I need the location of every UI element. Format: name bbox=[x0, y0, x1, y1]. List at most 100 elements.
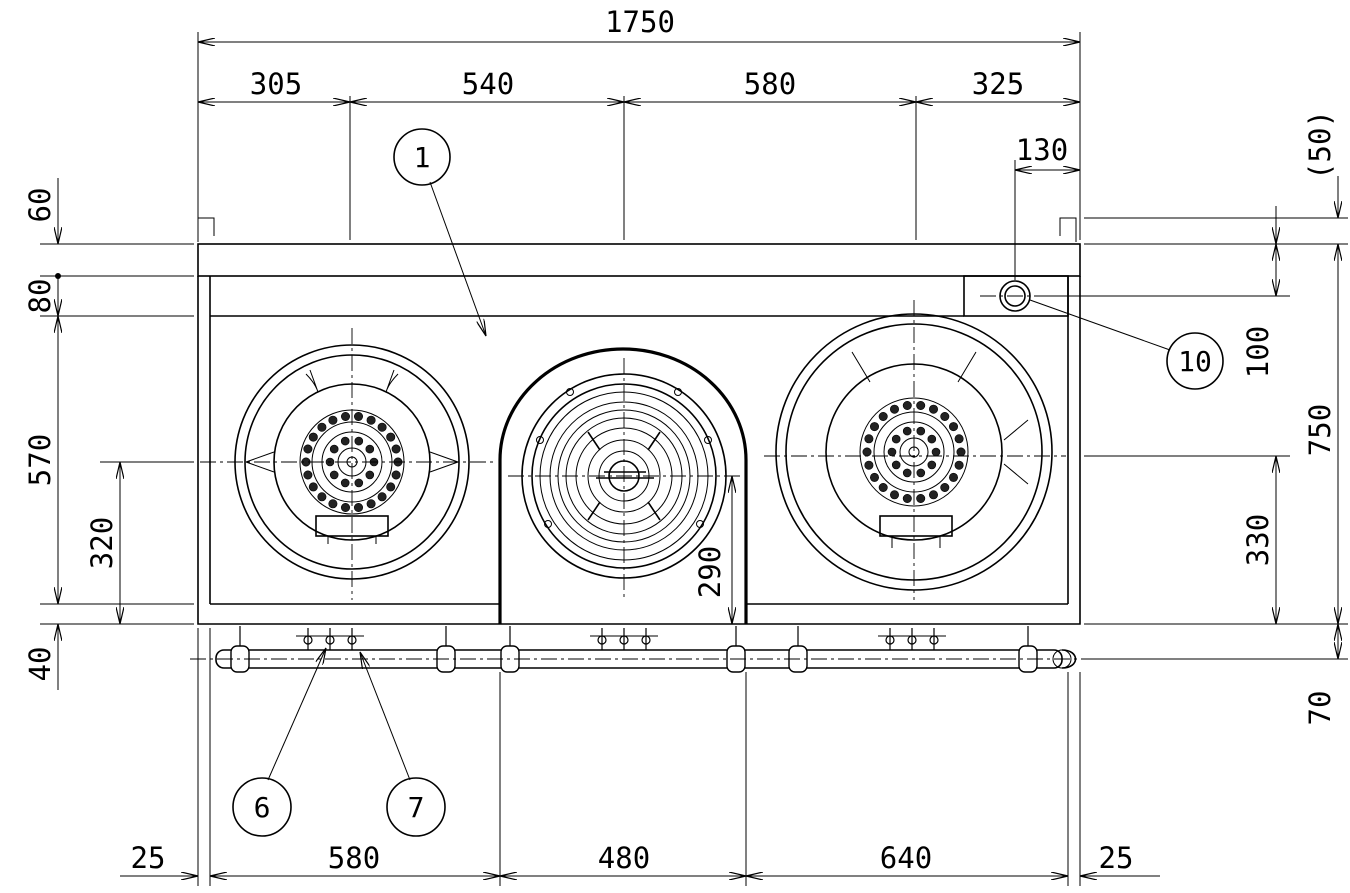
burner-port bbox=[862, 447, 872, 457]
burner-port bbox=[878, 482, 888, 492]
balloon-6 bbox=[232, 777, 292, 837]
burner-port bbox=[340, 502, 350, 512]
dim-bottom-580: 580 bbox=[328, 841, 380, 875]
dim-left-60: 60 bbox=[23, 188, 57, 223]
balloon-1-label: 1 bbox=[414, 141, 431, 174]
right-burner-ports bbox=[862, 400, 966, 503]
balloon-10-label: 10 bbox=[1178, 345, 1212, 378]
burner-port bbox=[927, 434, 937, 444]
balloon-10 bbox=[1166, 332, 1224, 390]
balloon-6-label: 6 bbox=[254, 791, 271, 824]
burner-port bbox=[916, 468, 926, 478]
dim-left-320: 320 bbox=[85, 517, 119, 569]
burner-port bbox=[954, 460, 964, 470]
centerlines bbox=[190, 295, 1100, 660]
burner-port bbox=[869, 422, 879, 432]
left-burner-ports bbox=[301, 411, 403, 512]
dim-right-50: (50) bbox=[1303, 110, 1337, 180]
burner-port bbox=[340, 411, 350, 421]
dim-left-80: 80 bbox=[23, 279, 57, 314]
burner-port bbox=[391, 444, 401, 454]
range-body bbox=[197, 217, 1081, 625]
burner-port bbox=[308, 482, 318, 492]
burner-port bbox=[902, 400, 912, 410]
burner-port bbox=[931, 447, 941, 457]
burner-port bbox=[308, 432, 318, 442]
burner-port bbox=[948, 472, 958, 482]
burner-port bbox=[340, 478, 350, 488]
burner-port bbox=[902, 468, 912, 478]
dimension-lines bbox=[55, 42, 1338, 876]
burner-port bbox=[303, 444, 313, 454]
dim-right-70: 70 bbox=[1303, 691, 1337, 726]
burner-port bbox=[303, 470, 313, 480]
dim-top-580: 580 bbox=[744, 67, 796, 101]
burner-port bbox=[340, 436, 350, 446]
balloon-callouts: 1 10 6 7 bbox=[232, 128, 1224, 837]
burner-port bbox=[948, 422, 958, 432]
burner-port bbox=[927, 460, 937, 470]
burner-port bbox=[353, 502, 363, 512]
burner-port bbox=[353, 411, 363, 421]
burner-port bbox=[329, 470, 339, 480]
dim-top-305: 305 bbox=[250, 67, 302, 101]
burner-port bbox=[956, 447, 966, 457]
burner-port bbox=[940, 482, 950, 492]
burner-port bbox=[317, 422, 327, 432]
burner-port bbox=[891, 460, 901, 470]
dimension-labels: 1750 305 540 580 325 130 (50) 100 750 33… bbox=[23, 5, 1337, 875]
burner-port bbox=[928, 404, 938, 414]
burner-port bbox=[878, 411, 888, 421]
balloon-1 bbox=[393, 128, 451, 186]
burner-port bbox=[869, 472, 879, 482]
burner-port bbox=[391, 470, 401, 480]
burner-port bbox=[889, 490, 899, 500]
burner-port bbox=[366, 499, 376, 509]
burner-port bbox=[386, 482, 396, 492]
burner-port bbox=[954, 434, 964, 444]
dim-bottom-25-left: 25 bbox=[131, 841, 166, 875]
balloon-7-label: 7 bbox=[408, 791, 425, 824]
burner-port bbox=[889, 404, 899, 414]
dim-right-130: 130 bbox=[1016, 133, 1068, 167]
dim-center-290: 290 bbox=[693, 546, 727, 598]
burner-port bbox=[902, 426, 912, 436]
dim-bottom-640: 640 bbox=[880, 841, 932, 875]
balloon-7 bbox=[386, 777, 446, 837]
burner-port bbox=[365, 444, 375, 454]
burner-port bbox=[366, 415, 376, 425]
burner-port bbox=[377, 422, 387, 432]
burner-port bbox=[329, 444, 339, 454]
burner-port bbox=[354, 478, 364, 488]
extension-lines bbox=[40, 32, 1348, 886]
dim-overall-width: 1750 bbox=[605, 5, 675, 39]
burner-port bbox=[317, 492, 327, 502]
dim-top-325: 325 bbox=[972, 67, 1024, 101]
dim-right-750: 750 bbox=[1303, 404, 1337, 456]
burner-port bbox=[916, 400, 926, 410]
burner-port bbox=[328, 415, 338, 425]
dim-left-570: 570 bbox=[23, 434, 57, 486]
burner-port bbox=[916, 426, 926, 436]
left-burner bbox=[234, 344, 470, 580]
burner-port bbox=[386, 432, 396, 442]
gas-manifold-pipe bbox=[215, 626, 1077, 673]
dim-bottom-25-right: 25 bbox=[1099, 841, 1134, 875]
dim-right-100: 100 bbox=[1241, 326, 1275, 378]
burner-port bbox=[916, 493, 926, 503]
dim-left-40: 40 bbox=[23, 647, 57, 682]
burner-port bbox=[365, 470, 375, 480]
dim-right-330: 330 bbox=[1241, 514, 1275, 566]
burner-port bbox=[328, 499, 338, 509]
burner-port bbox=[902, 493, 912, 503]
burner-port bbox=[928, 490, 938, 500]
burner-port bbox=[864, 434, 874, 444]
burner-port bbox=[354, 436, 364, 446]
burner-port bbox=[891, 434, 901, 444]
burner-port bbox=[377, 492, 387, 502]
dim-top-540: 540 bbox=[462, 67, 514, 101]
burner-port bbox=[940, 411, 950, 421]
burner-port bbox=[887, 447, 897, 457]
burner-port bbox=[864, 460, 874, 470]
